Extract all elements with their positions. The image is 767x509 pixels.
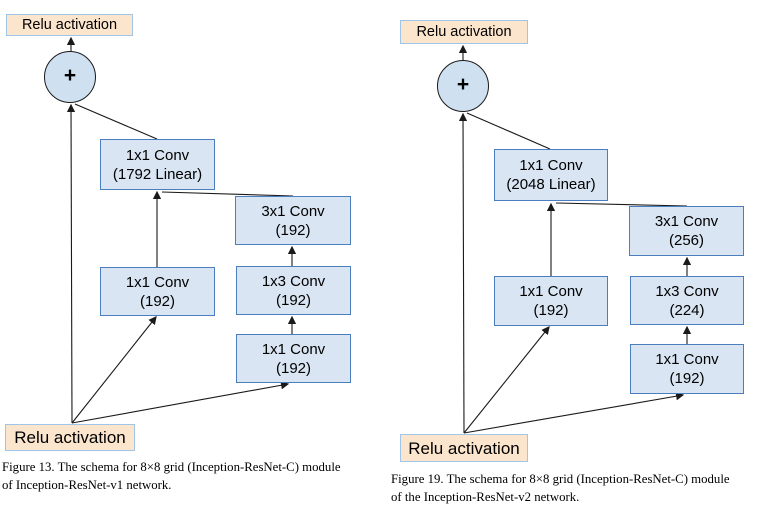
conv-label-line1: 1x1 Conv — [125, 273, 190, 291]
figure-caption: Figure 13. The schema for 8×8 grid (Ince… — [2, 459, 341, 494]
caption-line1: Figure 13. The schema for 8×8 grid (Ince… — [2, 460, 341, 474]
caption-line2: of the Inception-ResNet-v2 network. — [391, 489, 580, 504]
arrow-relu-to-conv1x1-right — [71, 381, 290, 424]
conv-label-line2: (1792 Linear) — [112, 165, 203, 183]
caption-line2: of Inception-ResNet-v1 network. — [2, 477, 172, 492]
conv-label-line2: (224) — [669, 301, 705, 319]
arrow-linear-to-sum — [466, 112, 551, 150]
conv-label-line2: (192) — [275, 291, 312, 309]
relu-activation-output-box: Relu activation — [400, 20, 528, 44]
conv-1x3-box: 1x3 Conv (224) — [630, 276, 744, 325]
conv-1x1-left-box: 1x1 Conv (192) — [494, 276, 608, 326]
relu-activation-input-box: Relu activation — [5, 424, 135, 451]
conv-label-line1: 3x1 Conv — [261, 202, 325, 220]
arrow-relu-to-conv1x1-right — [463, 392, 685, 434]
conv-3x1-box: 3x1 Conv (192) — [235, 196, 351, 245]
arrow-relu-to-conv1x1-left — [71, 316, 157, 424]
conv-1x1-linear-box: 1x1 Conv (1792 Linear) — [100, 139, 215, 190]
conv-label-line2: (192) — [533, 302, 569, 319]
arrow-linear-to-sum — [74, 103, 158, 140]
relu-activation-input-box: Relu activation — [400, 434, 528, 462]
conv-1x1-left-box: 1x1 Conv (192) — [100, 267, 215, 316]
conv-label-line1: 1x1 Conv — [655, 351, 719, 368]
figure-caption: Figure 19. The schema for 8×8 grid (Ince… — [391, 471, 730, 506]
conv-3x1-box: 3x1 Conv (256) — [629, 206, 744, 256]
relu-activation-output-box: Relu activation — [6, 14, 133, 36]
conv-label-line2: (192) — [669, 370, 705, 387]
sum-node: + — [44, 51, 96, 103]
conv-label-line1: 1x3 Conv — [655, 282, 719, 300]
conv-1x1-right-box: 1x1 Conv (192) — [630, 344, 744, 394]
arrow-conv3x1-to-linear — [161, 191, 294, 197]
conv-label-line1: 1x3 Conv — [261, 272, 326, 290]
arrow-shortcut-to-sum — [458, 112, 468, 434]
conv-label-line1: 1x1 Conv — [261, 340, 326, 358]
arrow-relu-to-conv1x1-left — [463, 326, 550, 434]
conv-label-line2: (256) — [668, 232, 705, 249]
conv-1x1-right-box: 1x1 Conv (192) — [236, 334, 351, 383]
conv-label-line1: 1x1 Conv — [125, 146, 190, 164]
arrow-conv3x1-to-linear — [555, 202, 688, 207]
conv-1x3-box: 1x3 Conv (192) — [236, 266, 351, 315]
conv-label-line1: 1x1 Conv — [519, 283, 583, 300]
conv-label-line1: 1x1 Conv — [519, 157, 583, 174]
conv-label-line2: (192) — [275, 359, 312, 377]
sum-node: + — [437, 60, 489, 112]
conv-1x1-linear-box: 1x1 Conv (2048 Linear) — [494, 149, 608, 201]
arrows-v2 — [458, 44, 692, 434]
arrow-shortcut-to-sum — [66, 103, 76, 424]
conv-label-line2: (2048 Linear) — [506, 176, 596, 193]
conv-label-line2: (192) — [139, 292, 176, 310]
conv-label-line1: 3x1 Conv — [654, 213, 719, 230]
conv-label-line2: (192) — [275, 221, 311, 239]
caption-line1: Figure 19. The schema for 8×8 grid (Ince… — [391, 472, 730, 486]
